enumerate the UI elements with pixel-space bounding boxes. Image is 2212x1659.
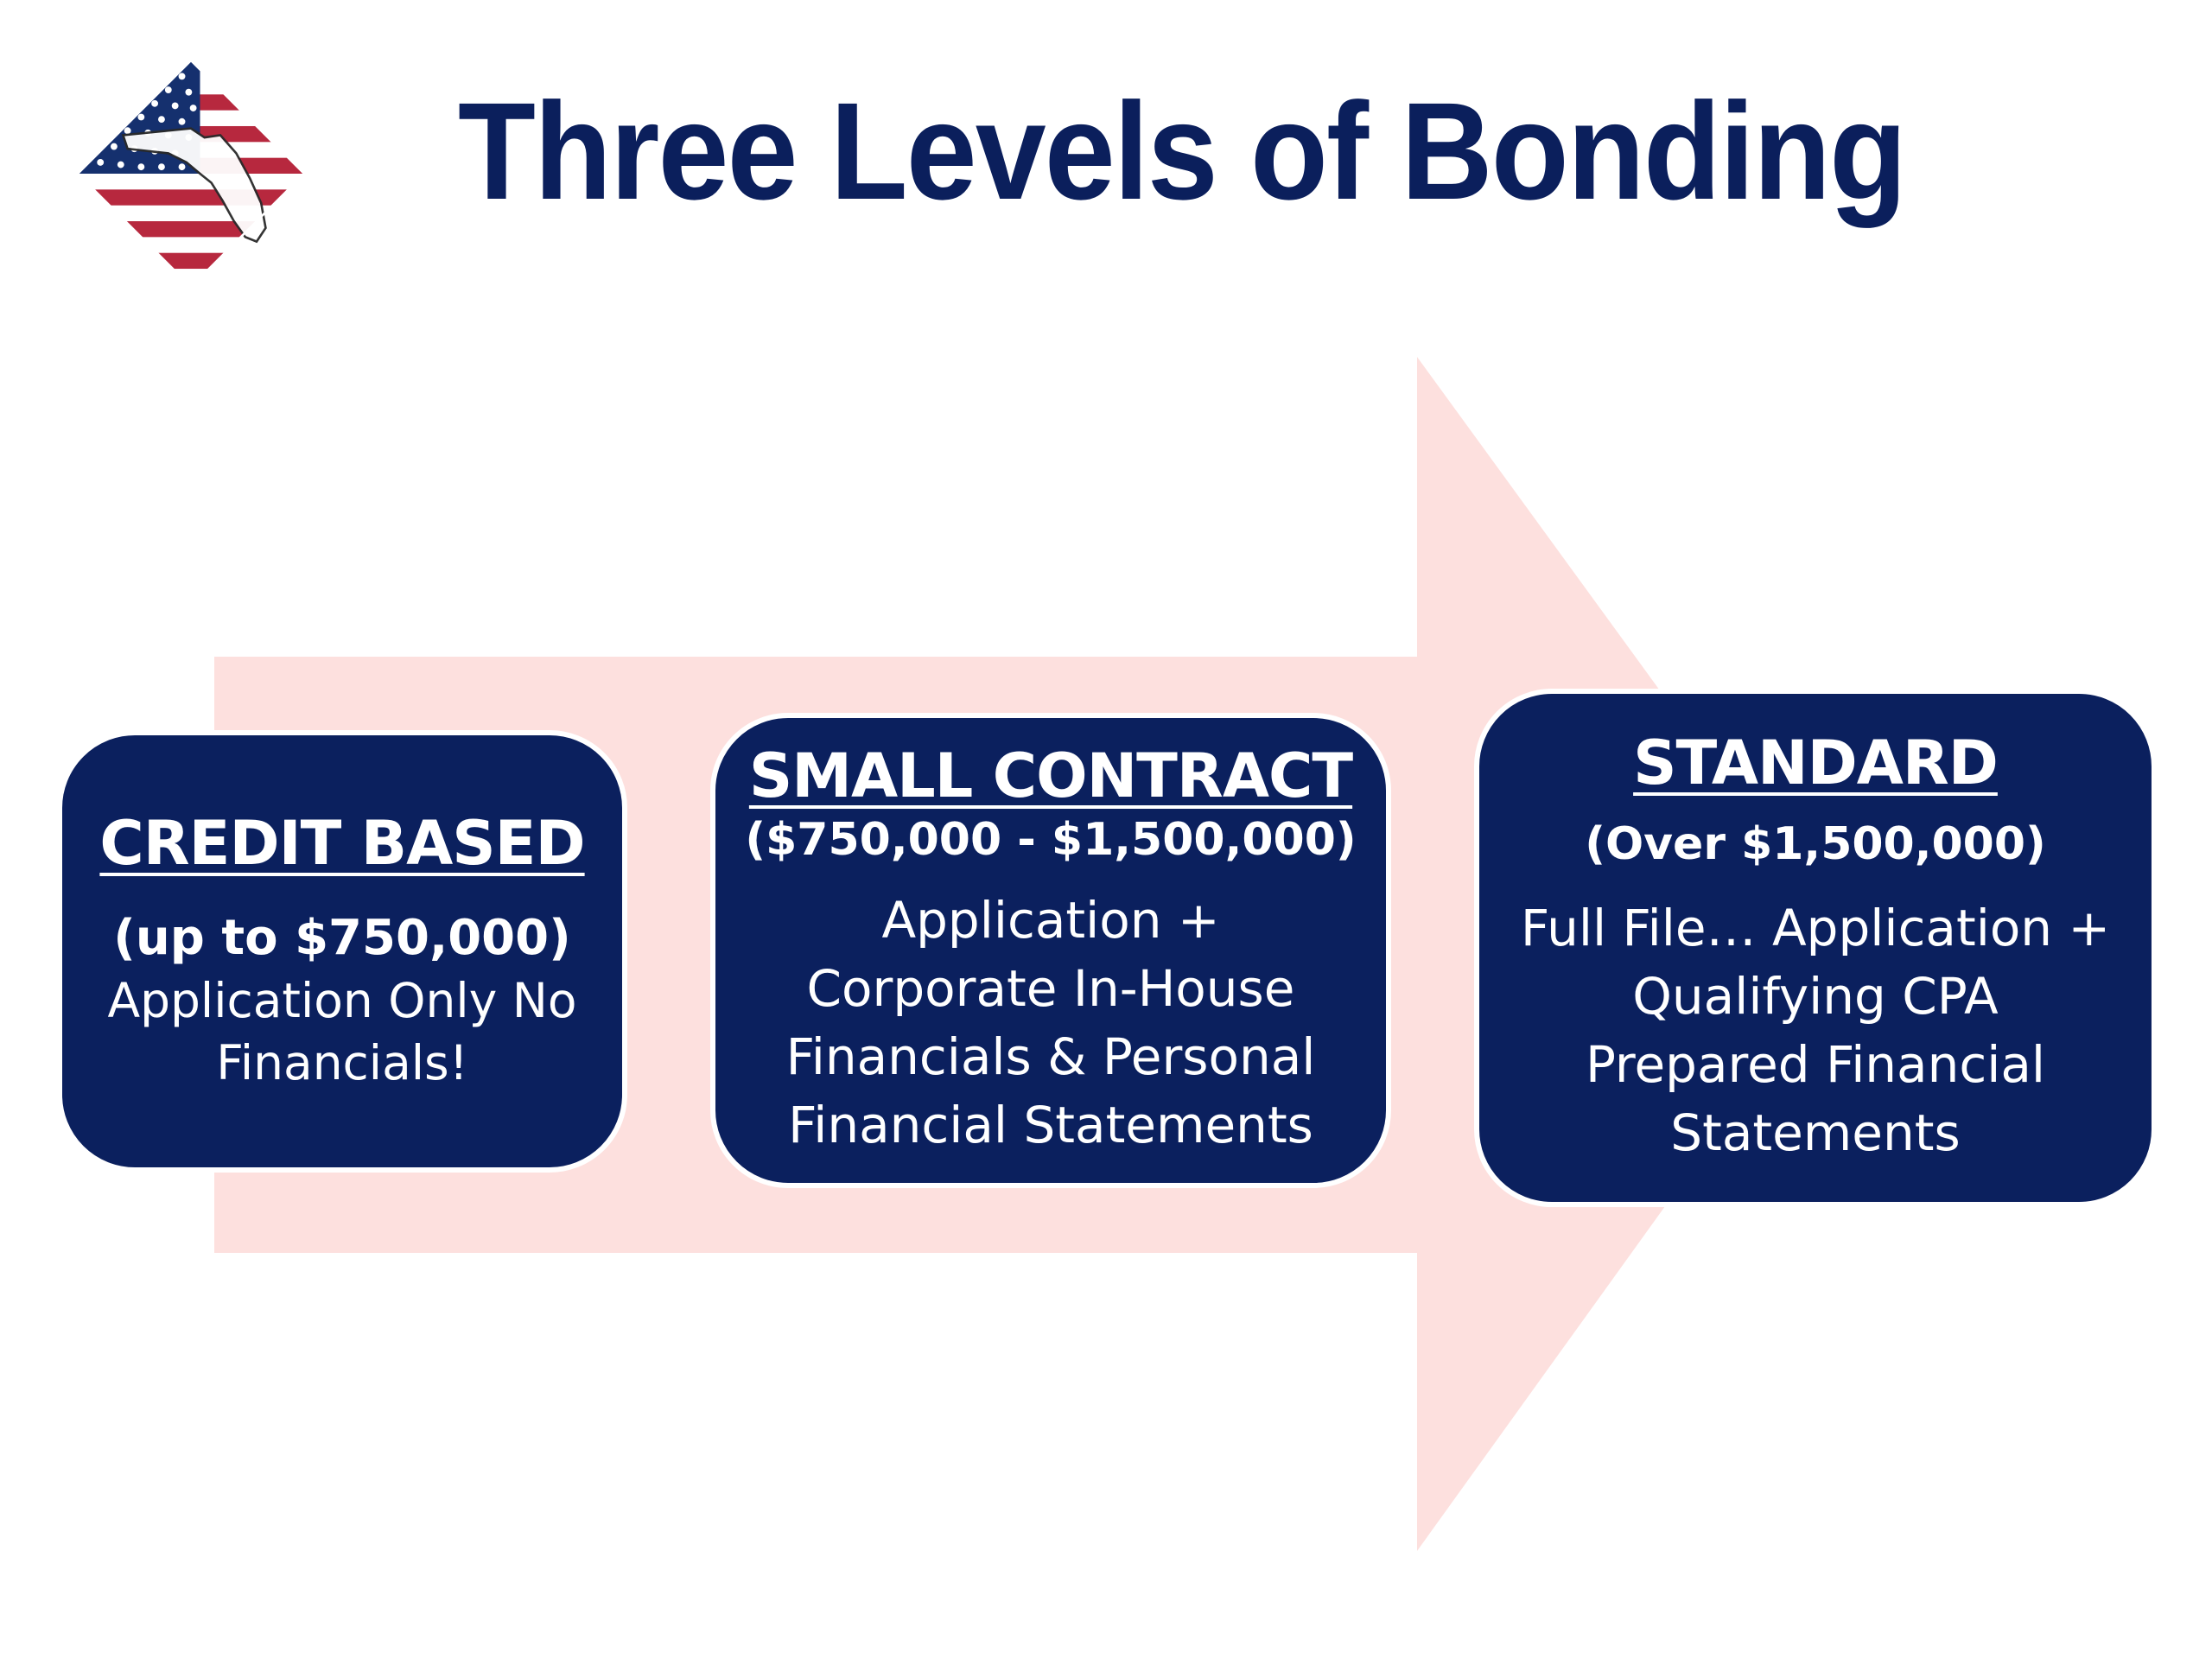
description-line: Financial Statements xyxy=(788,1095,1313,1154)
level-box-standard: STANDARD (Over $1,500,000) Full File… Ap… xyxy=(1474,689,2157,1207)
level-description: Application + Corporate In-House Financi… xyxy=(786,887,1316,1160)
level-description: Full File… Application + Qualifying CPA … xyxy=(1521,894,2110,1167)
description-line: Corporate In-House xyxy=(806,959,1295,1019)
level-range: ($750,000 - $1,500,000) xyxy=(745,813,1357,866)
description-line: Statements xyxy=(1670,1103,1961,1162)
description-line: Financials & Personal xyxy=(785,1027,1316,1087)
description-line: Prepared Financial xyxy=(1585,1035,2046,1095)
level-box-credit-based: CREDIT BASED (up to $750,000) Applicatio… xyxy=(57,730,627,1173)
level-title: STANDARD xyxy=(1633,728,1999,799)
level-description: Application Only No Financials! xyxy=(107,970,576,1094)
level-box-small-contract: SMALL CONTRACT ($750,000 - $1,500,000) A… xyxy=(710,713,1391,1188)
description-line: Application Only No xyxy=(107,973,577,1029)
level-title: SMALL CONTRACT xyxy=(748,741,1353,812)
level-range: (Over $1,500,000) xyxy=(1585,817,2046,870)
florida-flag-diamond-icon xyxy=(78,60,304,287)
description-line: Full File… Application + xyxy=(1520,899,2111,958)
level-title: CREDIT BASED xyxy=(99,807,585,879)
level-range: (up to $750,000) xyxy=(113,910,571,967)
description-line: Qualifying CPA xyxy=(1632,967,1999,1027)
description-line: Financials! xyxy=(216,1034,468,1090)
description-line: Application + xyxy=(881,891,1220,950)
page-title: Three Levels of Bonding xyxy=(458,73,1907,228)
